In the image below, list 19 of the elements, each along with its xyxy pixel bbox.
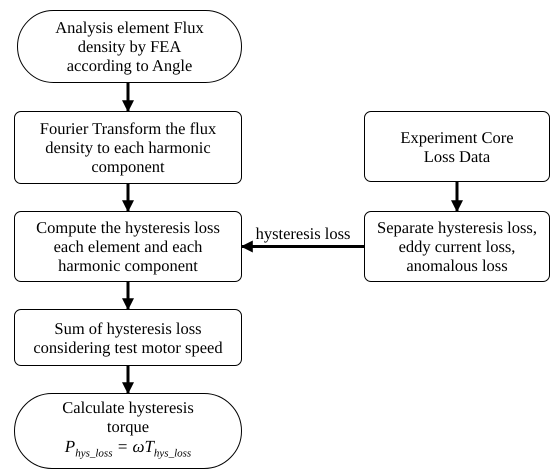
process-box <box>364 211 550 282</box>
arrow <box>240 240 364 252</box>
formula: P$_{hys_loss}$ = ωT$_{hys_loss}$ <box>64 436 192 462</box>
arrow <box>122 83 134 112</box>
arrow <box>122 282 134 310</box>
arrow <box>122 366 134 394</box>
process-box <box>14 309 242 366</box>
node-text: Fourier Transform the flux density to each harmonic component <box>38 119 218 176</box>
process-box <box>14 111 242 184</box>
node-text: Separate hysteresis loss, eddy current loss, anomalous loss <box>376 218 538 275</box>
node-text: Calculate hysteresis torque <box>61 398 195 436</box>
arrow <box>122 184 134 212</box>
process-box <box>364 111 550 182</box>
node-text: Experiment Core Loss Data <box>399 128 515 166</box>
node-text: Analysis element Flux density by FEA according to Angle <box>54 18 205 75</box>
process-box <box>14 211 242 282</box>
arrow <box>451 182 463 212</box>
node-text: Sum of hysteresis loss considering test motor speed <box>32 318 224 356</box>
node-text: Compute the hysteresis loss each element and each harmonic component <box>35 218 221 275</box>
